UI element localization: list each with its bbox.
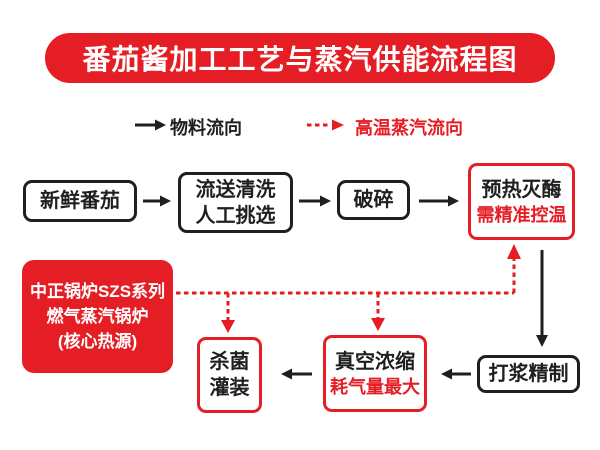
boiler-label: 中正锅炉SZS系列 bbox=[29, 282, 166, 301]
title-banner: 番茄酱加工工艺与蒸汽供能流程图 bbox=[45, 33, 555, 83]
page-title: 番茄酱加工工艺与蒸汽供能流程图 bbox=[82, 44, 518, 75]
legend-steam-flow-label: 高温蒸汽流向 bbox=[355, 118, 463, 138]
step-crushing: 破碎 bbox=[337, 180, 410, 220]
boiler-label: 燃气蒸汽锅炉 bbox=[46, 307, 149, 326]
legend-material-flow-label: 物料流向 bbox=[170, 118, 242, 138]
arrow-fresh-to-washing bbox=[143, 195, 171, 207]
step-fresh-tomato: 新鲜番茄 bbox=[23, 180, 137, 222]
step-label: 破碎 bbox=[353, 189, 394, 211]
boiler-label: (核心热源) bbox=[57, 332, 138, 351]
step-label: 灌装 bbox=[209, 377, 250, 399]
steam-arrow-to-sterilize bbox=[221, 293, 235, 333]
step-vacuum-concentration: 真空浓缩 耗气量最大 bbox=[323, 335, 427, 412]
step-sterilize-filling: 杀菌 灌装 bbox=[197, 337, 262, 413]
steam-arrow-to-preheat bbox=[507, 244, 521, 293]
step-note: 耗气量最大 bbox=[330, 376, 420, 397]
step-flume-washing-sorting: 流送清洗 人工挑选 bbox=[178, 172, 293, 233]
step-label: 人工挑选 bbox=[195, 204, 276, 227]
step-label: 真空浓缩 bbox=[335, 350, 415, 373]
step-label: 杀菌 bbox=[209, 351, 250, 373]
material-flow-arrow-icon bbox=[135, 119, 166, 131]
arrow-vacuum-to-sterilize bbox=[281, 368, 312, 380]
boiler-heat-source-box: 中正锅炉SZS系列 燃气蒸汽锅炉 (核心热源) bbox=[22, 260, 173, 373]
arrow-crushing-to-preheat bbox=[419, 195, 459, 207]
steam-arrow-to-vacuum bbox=[371, 293, 385, 331]
arrow-pulping-to-vacuum bbox=[441, 368, 471, 380]
step-label: 预热灭酶 bbox=[481, 178, 562, 201]
step-label: 新鲜番茄 bbox=[40, 190, 120, 212]
step-preheat-enzyme-deactivation: 预热灭酶 需精准控温 bbox=[468, 163, 575, 240]
step-note: 需精准控温 bbox=[476, 204, 567, 225]
step-pulping-refining: 打浆精制 bbox=[477, 355, 580, 393]
arrow-preheat-to-pulping bbox=[536, 250, 548, 347]
arrow-washing-to-crushing bbox=[299, 195, 331, 207]
step-label: 打浆精制 bbox=[488, 363, 569, 385]
step-label: 流送清洗 bbox=[195, 178, 276, 201]
steam-flow-arrow-icon bbox=[307, 119, 344, 131]
